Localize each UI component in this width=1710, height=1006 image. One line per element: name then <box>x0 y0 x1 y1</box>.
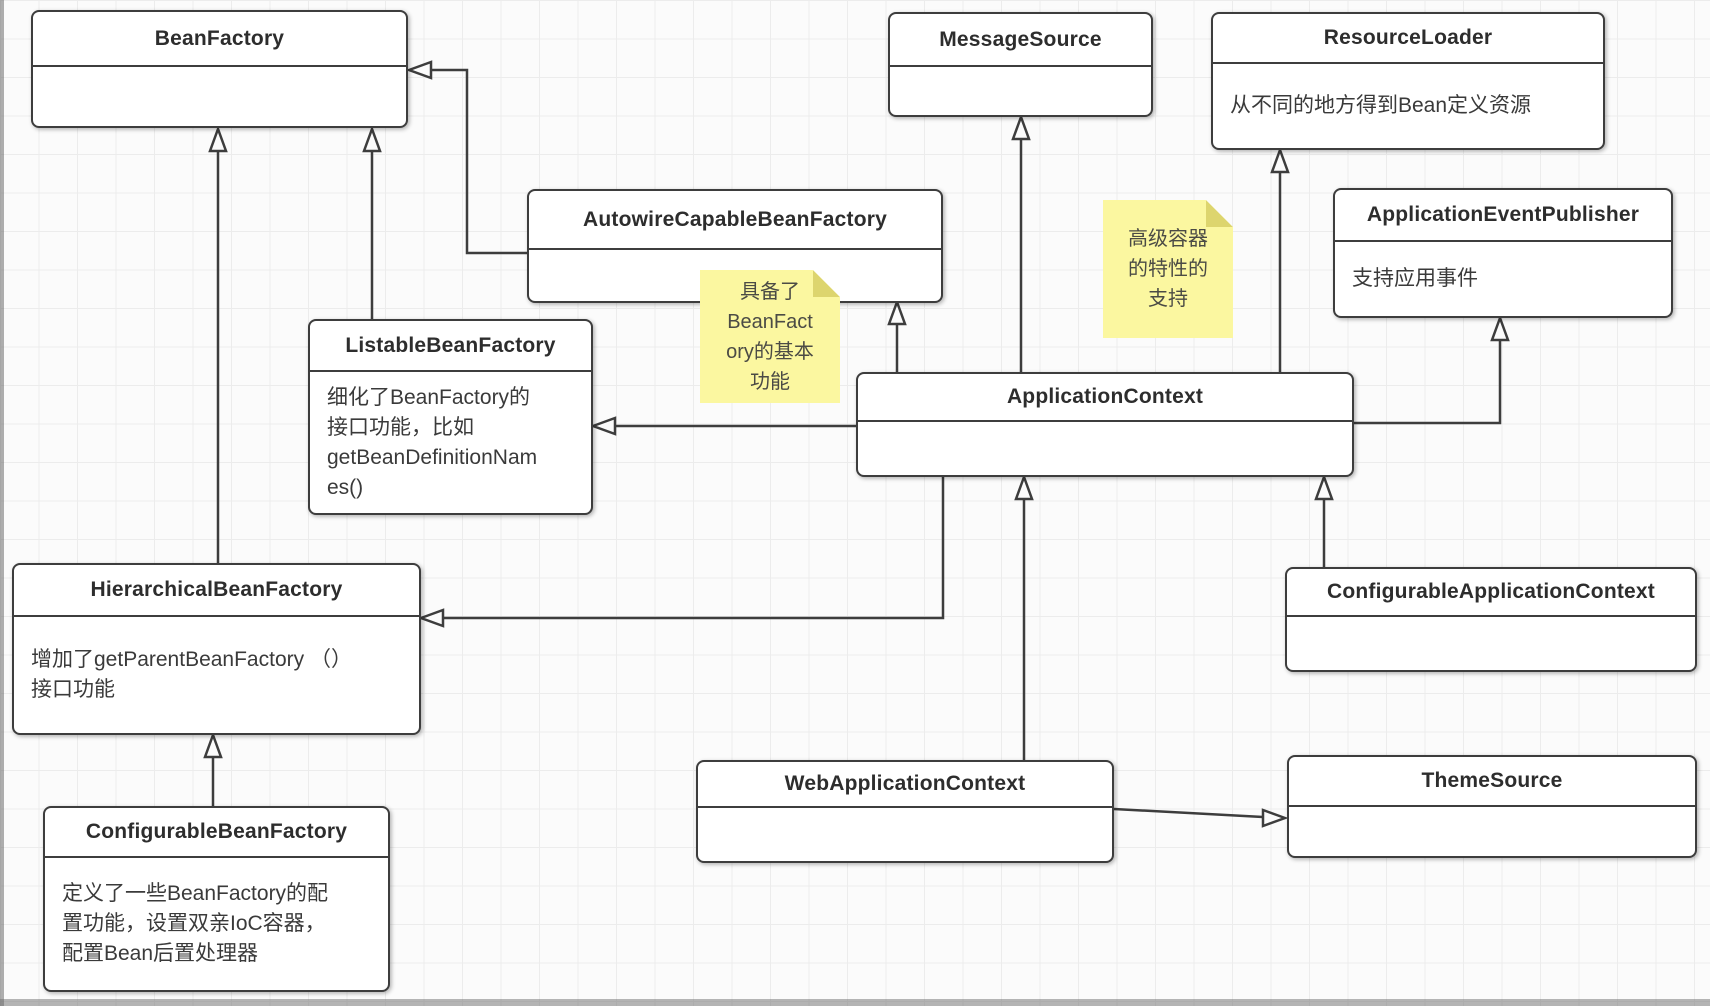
sticky-note-text: 具备了 BeanFact ory的基本 功能 <box>726 280 814 393</box>
class-box-message-source[interactable]: MessageSource <box>888 12 1153 117</box>
class-body <box>698 808 1112 861</box>
class-title: BeanFactory <box>33 12 406 67</box>
class-box-theme-source[interactable]: ThemeSource <box>1287 755 1697 858</box>
class-box-resource-loader[interactable]: ResourceLoader 从不同的地方得到Bean定义资源 <box>1211 12 1605 150</box>
connector-applicationcontext-autowirecapablebeanfactory <box>887 298 907 372</box>
connector-applicationcontext-messagesource <box>1011 113 1031 372</box>
class-box-hierarchical-bean-factory[interactable]: HierarchicalBeanFactory 增加了getParentBean… <box>12 563 421 735</box>
class-box-bean-factory[interactable]: BeanFactory <box>31 10 408 128</box>
class-title: HierarchicalBeanFactory <box>14 565 419 617</box>
class-title: ApplicationEventPublisher <box>1335 190 1671 242</box>
class-body <box>890 67 1151 115</box>
class-box-listable-bean-factory[interactable]: ListableBeanFactory 细化了BeanFactory的 接口功能… <box>308 319 593 515</box>
class-body: 增加了getParentBeanFactory （） 接口功能 <box>31 648 352 701</box>
class-body <box>33 67 406 126</box>
class-body: 支持应用事件 <box>1352 267 1478 290</box>
sticky-note-text: 高级容器 的特性的 支持 <box>1128 228 1208 310</box>
class-title: ConfigurableBeanFactory <box>45 808 388 858</box>
class-body <box>1287 617 1695 670</box>
class-title: ThemeSource <box>1289 757 1695 807</box>
connector-applicationcontext-applicationeventpublisher <box>1354 314 1510 425</box>
class-body <box>1289 807 1695 856</box>
class-box-configurable-application-context[interactable]: ConfigurableApplicationContext <box>1285 567 1697 672</box>
class-title: ApplicationContext <box>858 374 1352 422</box>
connector-applicationcontext-listablebeanfactory <box>589 416 856 436</box>
class-body: 细化了BeanFactory的 接口功能，比如 getBeanDefinitio… <box>327 385 538 499</box>
class-title: AutowireCapableBeanFactory <box>529 191 941 250</box>
class-body: 从不同的地方得到Bean定义资源 <box>1230 94 1532 117</box>
class-title: ConfigurableApplicationContext <box>1287 569 1695 617</box>
class-box-configurable-bean-factory[interactable]: ConfigurableBeanFactory 定义了一些BeanFactory… <box>43 806 390 992</box>
class-body: 定义了一些BeanFactory的配 置功能，设置双亲IoC容器， 配置Bean… <box>62 882 329 965</box>
connector-autowirecapablebeanfactory-beanfactory <box>405 60 527 255</box>
class-box-web-application-context[interactable]: WebApplicationContext <box>696 760 1114 863</box>
canvas-edge-bottom <box>0 999 1710 1006</box>
connector-webapplicationcontext-applicationcontext <box>1014 473 1034 760</box>
class-box-application-context[interactable]: ApplicationContext <box>856 372 1354 477</box>
connector-applicationcontext-resourceloader <box>1270 146 1290 372</box>
connector-webapplicationcontext-themesource <box>1113 807 1289 828</box>
connector-hierarchicalbeanfactory-beanfactory <box>208 125 228 563</box>
canvas-edge-left <box>0 0 4 1006</box>
class-title: ResourceLoader <box>1213 14 1603 64</box>
connector-applicationcontext-hierarchicalbeanfactory <box>417 477 945 628</box>
sticky-note-basic-capability[interactable]: 具备了 BeanFact ory的基本 功能 <box>700 270 840 403</box>
class-body <box>858 422 1352 475</box>
sticky-note-advanced-container[interactable]: 高级容器 的特性的 支持 <box>1103 200 1233 338</box>
class-title: MessageSource <box>890 14 1151 67</box>
class-title: ListableBeanFactory <box>310 321 591 372</box>
class-title: WebApplicationContext <box>698 762 1112 808</box>
class-box-application-event-publisher[interactable]: ApplicationEventPublisher 支持应用事件 <box>1333 188 1673 318</box>
connector-listablebeanfactory-beanfactory <box>362 125 382 319</box>
connector-configurableapplicationcontext-applicationcontext <box>1314 473 1334 567</box>
connector-configurablebeanfactory-hierarchicalbeanfactory <box>203 731 223 806</box>
